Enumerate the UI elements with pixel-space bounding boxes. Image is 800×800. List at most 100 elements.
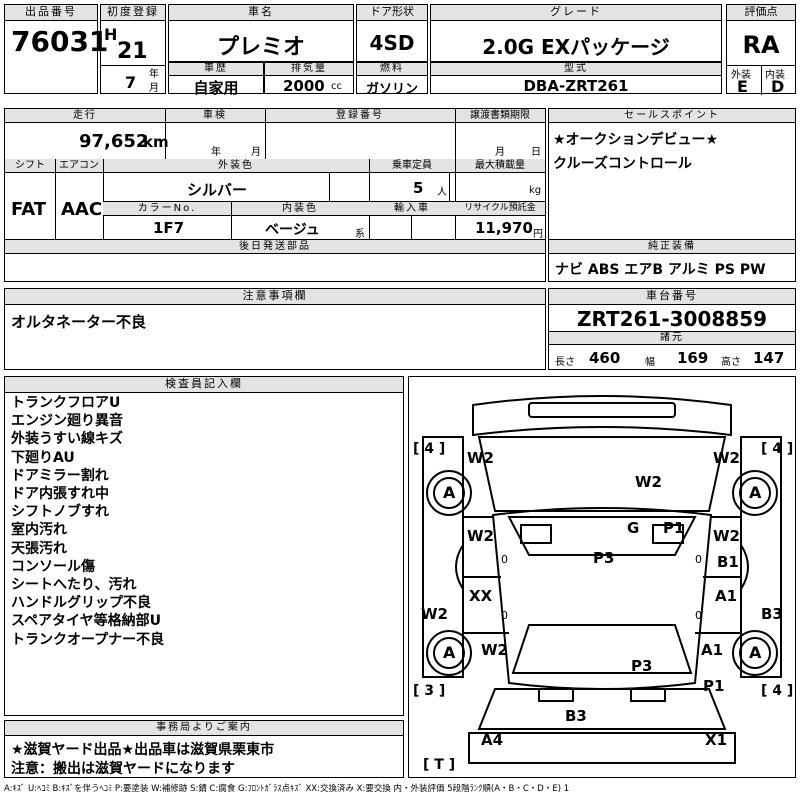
grade: 2.0G EXパッケージ: [482, 35, 670, 59]
damage-mark: X1: [705, 731, 728, 749]
plate-label: 登録番号: [265, 109, 455, 123]
model: DBA-ZRT261: [523, 77, 629, 95]
chassis-box: 車台番号 ZRT261-3008859 諸元 長さ 460 幅 169 高さ 1…: [548, 288, 796, 370]
damage-mark: W2: [635, 473, 662, 491]
month-unit: 月: [149, 83, 159, 94]
office-line: 注意：搬出は滋賀ヤードになります: [11, 761, 235, 777]
damage-mark: B1: [717, 553, 739, 571]
model-box: 型式 DBA-ZRT261: [430, 62, 722, 95]
displacement-unit: cc: [331, 81, 342, 92]
mileage-label: 走行: [5, 109, 165, 123]
tire-rear-right: 4: [772, 683, 783, 699]
inspector-note: シートへたり、汚れ: [11, 577, 137, 594]
rear-bumper-outline: [468, 732, 736, 764]
damage-mark: P1: [703, 677, 725, 695]
damage-mark: B3: [565, 707, 587, 725]
inspector-note: コンソール傷: [11, 558, 95, 575]
year-unit: 年: [149, 69, 159, 80]
width: 169: [677, 349, 709, 367]
import-label: 輸入車: [369, 202, 455, 216]
equipment-label: 純正装備: [549, 240, 795, 254]
inspector-note: 室内汚れ: [11, 522, 67, 539]
color-no-label: カラーNo.: [103, 202, 231, 216]
lot-number-box: 出品番号 76031: [4, 4, 108, 94]
door-box: ドア形状 4SD: [356, 4, 428, 62]
door-handle-mark: 0: [695, 609, 702, 622]
equipment: ナビ ABS エアB アルミ PS PW: [555, 262, 766, 278]
dims-label: 諸元: [549, 332, 795, 345]
damage-mark: P3: [631, 657, 653, 675]
wheel-grade-rr: A: [749, 643, 762, 662]
car-diagram-box: [ 4 ] [ 4 ] [ 3 ] [ 4 ] [ T ] A A A A 0 …: [408, 376, 796, 778]
exterior-score: E: [737, 77, 748, 96]
capacity: 5: [413, 179, 424, 197]
notes-text: オルタネーター不良: [11, 313, 147, 331]
wheel-grade-fl: A: [443, 483, 456, 502]
door-handle-mark: 0: [695, 553, 702, 566]
chassis-number: ZRT261-3008859: [576, 307, 768, 331]
transfer-label: 譲渡書類期限: [455, 109, 545, 123]
damage-mark: W2: [481, 641, 508, 659]
transfer-day-unit: 日: [531, 147, 541, 158]
car-name: プレミオ: [216, 35, 305, 60]
displacement: 2000: [283, 77, 325, 95]
model-label: 型式: [431, 63, 721, 76]
notes-label: 注意事項欄: [5, 289, 545, 305]
spare-tire: T: [434, 757, 444, 773]
mileage: 97,652: [79, 131, 149, 152]
interior-color: ベージュ: [265, 222, 320, 238]
office-box: 事務局よりご案内 ★滋賀ヤード出品★出品車は滋賀県栗東市 注意：搬出は滋賀ヤード…: [4, 720, 404, 778]
damage-mark: W2: [467, 449, 494, 467]
transfer-month-unit: 月: [495, 147, 505, 158]
hood-outline: [477, 436, 727, 512]
inspector-note: トランクフロアU: [11, 395, 121, 411]
inspector-note: スペアタイヤ等格納部U: [11, 613, 161, 630]
sales-point-label: セールスポイント: [549, 109, 795, 123]
capacity-label: 乗車定員: [369, 159, 455, 173]
inspector-note: シフトノブすれ: [11, 504, 109, 521]
ac: AAC: [61, 199, 103, 220]
score-label: 評価点: [727, 5, 795, 21]
door-handle-mark: 0: [501, 609, 508, 622]
first-reg-label: 初度登録: [101, 5, 165, 21]
front-bumper-outline: [472, 395, 732, 437]
inspector-note: 外装うすい線キズ: [11, 431, 123, 448]
damage-mark: A4: [481, 731, 504, 749]
sales-point-box: セールスポイント ★オークションデビュー★ クルーズコントロール 純正装備 ナビ…: [548, 108, 796, 282]
history: 自家用: [193, 79, 239, 97]
displacement-box: 排気量 2000 cc: [264, 62, 354, 95]
shift: FAT: [11, 199, 47, 220]
inspector-label: 検査員記入欄: [5, 377, 403, 393]
tire-front-left: 4: [424, 441, 435, 457]
wheel-grade-rl: A: [443, 643, 456, 662]
tire-rear-left: 3: [424, 683, 435, 699]
tire-front-right: 4: [772, 441, 783, 457]
shift-label: シフト: [5, 159, 55, 173]
damage-mark: W2: [467, 527, 494, 545]
lot-label: 出品番号: [5, 5, 97, 21]
first-reg-box: 初度登録 H 21 年 7 月: [100, 4, 166, 94]
reg-month: 7: [125, 73, 137, 92]
lot-number: 76031: [11, 25, 109, 58]
height: 147: [753, 349, 785, 367]
load-unit: kg: [529, 185, 542, 196]
notes-box: 注意事項欄 オルタネーター不良: [4, 288, 546, 370]
damage-mark: A1: [715, 587, 738, 605]
inspector-note: ハンドルグリップ不良: [11, 595, 151, 612]
fuel-box: 燃料 ガソリン: [356, 62, 428, 97]
damage-mark: P1: [663, 519, 685, 537]
length: 460: [589, 349, 621, 367]
sales-point-line: ★オークションデビュー★: [553, 132, 719, 148]
inspector-note: トランクオープナー不良: [11, 631, 165, 648]
color-label: 外装色: [103, 159, 369, 173]
office-label: 事務局よりご案内: [5, 721, 403, 736]
exterior-color: シルバー: [187, 181, 248, 199]
history-label: 車歴: [169, 63, 263, 76]
length-label: 長さ: [555, 357, 575, 368]
inspection-month-unit: 月: [251, 147, 261, 158]
score: RA: [742, 31, 780, 59]
damage-mark: W2: [713, 527, 740, 545]
interior-score: D: [771, 77, 785, 96]
